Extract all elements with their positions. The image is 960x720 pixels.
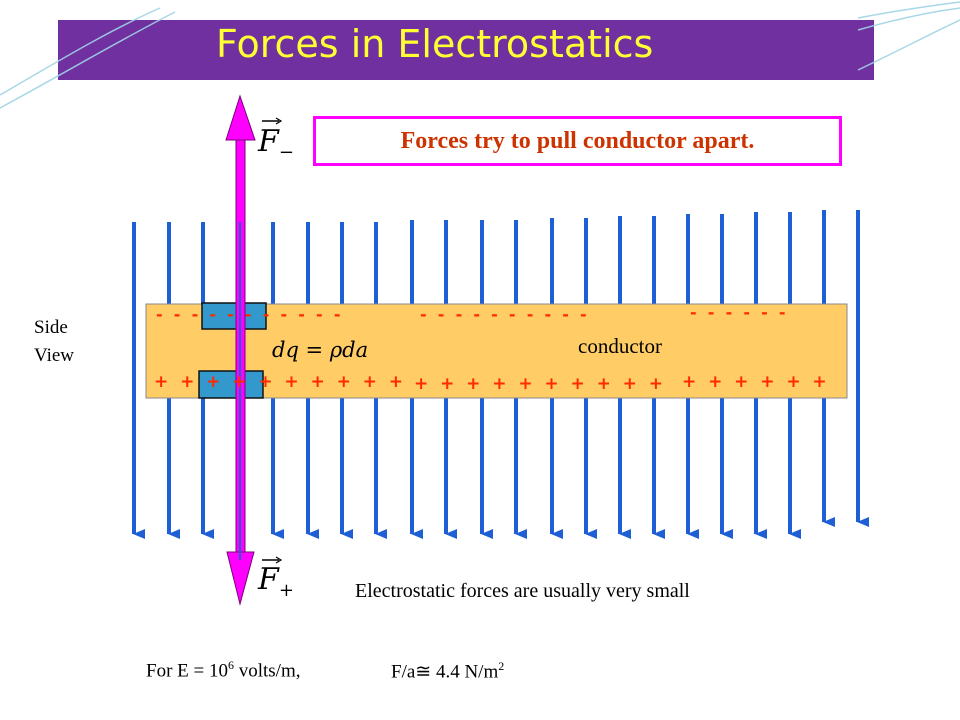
f-plus-symbol: F	[258, 562, 279, 597]
side-view-line2: View	[34, 345, 75, 366]
negative-charge-element	[201, 302, 267, 330]
negative-charges-3: - - - - - -	[690, 303, 786, 322]
positive-charges-3: + + + + + +	[682, 372, 827, 392]
callout-box: Forces try to pull conductor apart.	[313, 116, 842, 166]
f-plus-label: F+	[258, 562, 294, 601]
vector-bar-tip	[275, 556, 283, 564]
f-minus-symbol: F	[258, 124, 279, 159]
force-up-arrowhead	[225, 94, 256, 141]
title-bar	[58, 20, 874, 80]
side-view-label: Side View	[34, 314, 74, 370]
note-text: Electrostatic forces are usually very sm…	[355, 580, 690, 602]
callout-text: Forces try to pull conductor apart.	[400, 128, 755, 154]
negative-charges-1: - - - - - - - - - - -	[156, 305, 341, 324]
decorative-swoosh	[0, 1, 960, 109]
positive-charges-1: + + + + + + + + + +	[154, 372, 403, 392]
field-strength-equation: For E = 106 volts/m,	[146, 658, 300, 682]
negative-charges-2: - - - - - - - - - -	[420, 305, 587, 324]
vector-bar-tip	[275, 117, 283, 125]
dq-equation: dq = ρda	[272, 338, 369, 362]
positive-charge-element	[198, 370, 264, 399]
f-minus-subscript: −	[278, 142, 294, 163]
force-per-area-equation: F/a≅ 4.4 N/m2	[391, 659, 504, 683]
f-plus-subscript: +	[278, 580, 294, 601]
eq2-prefix: F/a≅ 4.4 N/m	[391, 661, 499, 683]
eq1-exponent: 6	[227, 658, 234, 672]
eq1-prefix: For E = 10	[146, 660, 228, 682]
f-minus-label: F−	[258, 124, 294, 163]
side-view-line1: Side	[34, 317, 68, 338]
positive-charges-2: + + + + + + + + + +	[414, 374, 663, 394]
eq2-exponent: 2	[498, 659, 505, 673]
slide-title: Forces in Electrostatics	[216, 22, 654, 66]
eq1-suffix: volts/m,	[233, 660, 301, 682]
conductor-label: conductor	[578, 334, 662, 358]
